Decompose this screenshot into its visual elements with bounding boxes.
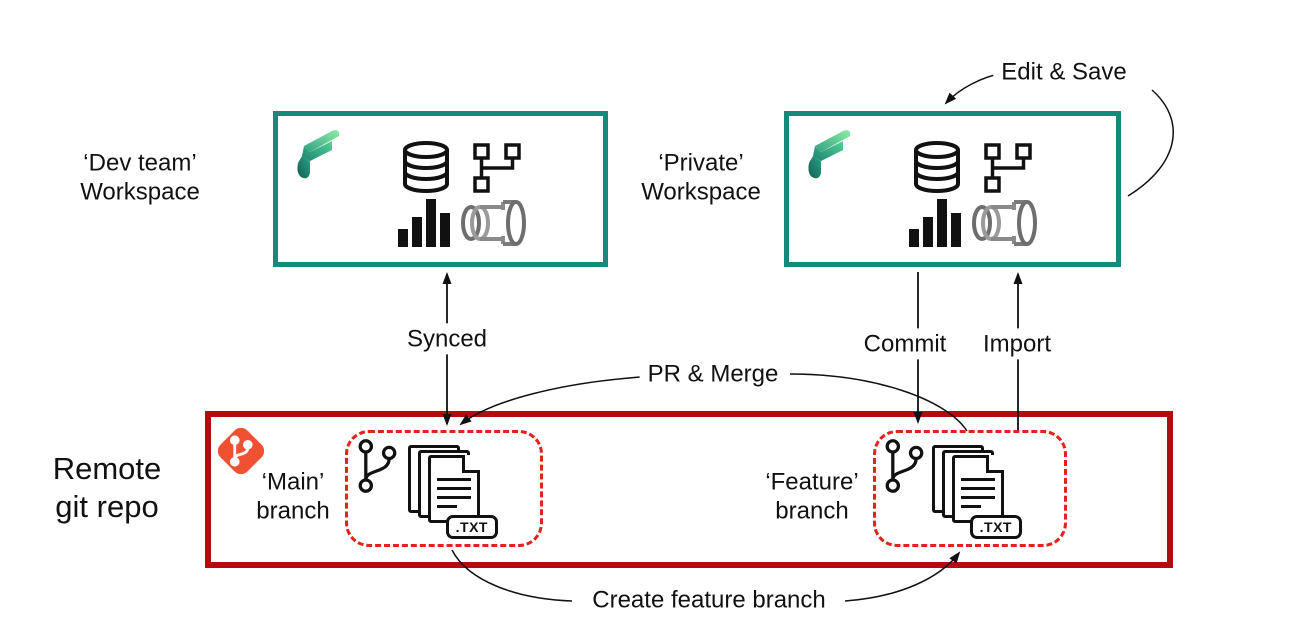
fabric-logo-icon <box>808 130 851 179</box>
private-workspace-label: ‘Private’ Workspace <box>641 149 761 206</box>
edit-save-label: Edit & Save <box>993 56 1135 88</box>
git-branch-glyph <box>229 435 253 467</box>
feature-branch-label: ‘Feature’ branch <box>765 468 859 525</box>
pipeline-icon <box>461 200 526 246</box>
import-label: Import <box>974 328 1060 360</box>
git-branch-icon <box>358 439 397 493</box>
synced-label: Synced <box>398 323 496 355</box>
semantic-model-icon <box>473 143 521 193</box>
feature-branch-files-icon: .TXT <box>932 443 1024 539</box>
main-branch-files-icon: .TXT <box>408 443 500 539</box>
dev-workspace-label: ‘Dev team’ Workspace <box>80 149 200 206</box>
page-fold <box>462 455 480 473</box>
edit-save-loop-arc <box>1127 89 1174 197</box>
page-fold <box>986 455 1004 473</box>
private-workspace-box <box>784 111 1121 267</box>
commit-label: Commit <box>855 328 955 360</box>
create-feature-branch-label: Create feature branch <box>584 584 834 616</box>
bar-chart-icon <box>398 199 450 247</box>
semantic-model-icon <box>984 143 1032 193</box>
dev-workspace-box <box>273 111 608 267</box>
main-branch-label: ‘Main’ branch <box>256 468 330 525</box>
fabric-logo-icon <box>297 130 340 179</box>
git-branch-icon <box>885 439 924 493</box>
bar-chart-icon <box>909 199 961 247</box>
database-icon <box>914 141 960 193</box>
txt-file-badge: .TXT <box>969 515 1022 539</box>
remote-git-repo-label: Remote git repo <box>52 451 162 524</box>
file-page <box>952 455 1004 523</box>
database-icon <box>403 141 449 193</box>
txt-file-badge: .TXT <box>445 515 498 539</box>
git-logo-icon <box>214 424 268 478</box>
file-page <box>428 455 480 523</box>
pipeline-icon <box>972 200 1037 246</box>
pr-merge-label: PR & Merge <box>639 358 787 390</box>
